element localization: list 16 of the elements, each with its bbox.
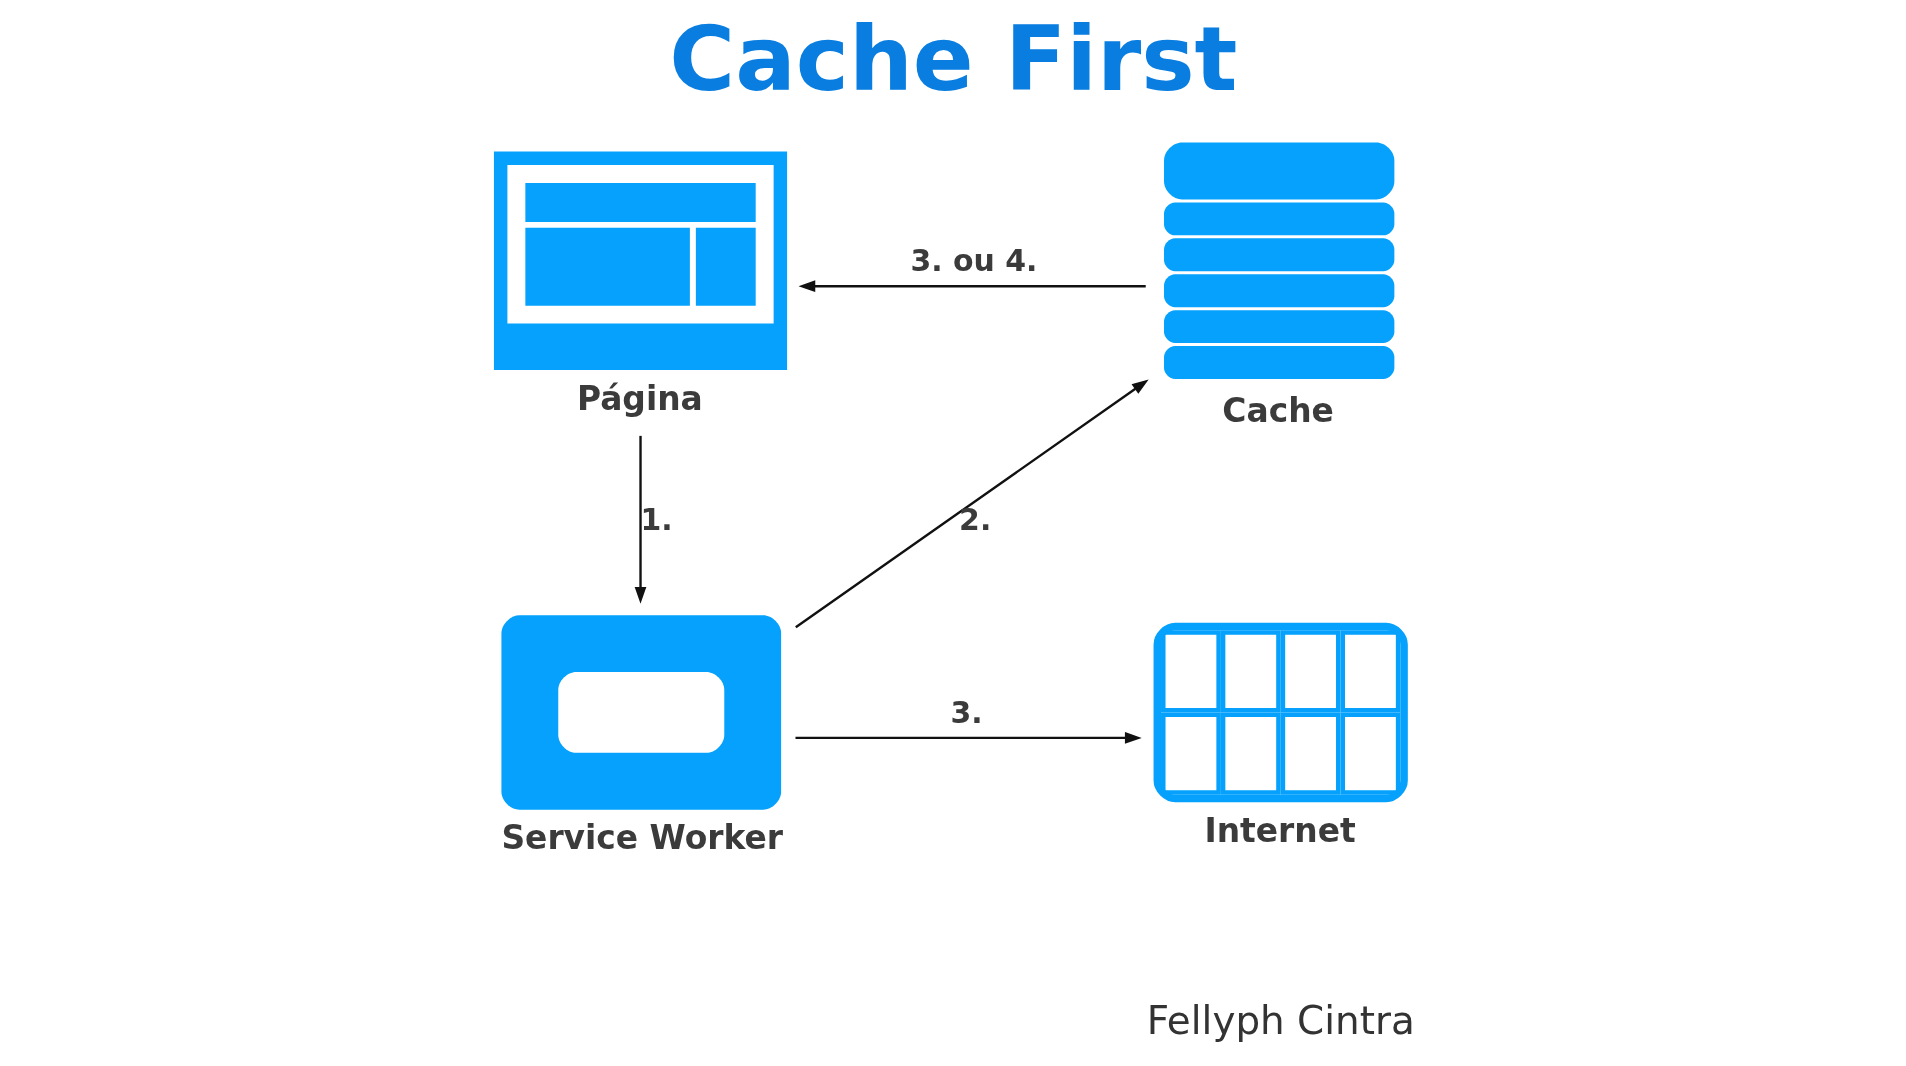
- edge-label: 3. ou 4.: [910, 243, 1037, 279]
- node-label: Service Worker: [500, 818, 783, 858]
- node-label: Internet: [1203, 811, 1356, 851]
- node-label: Página: [576, 378, 703, 418]
- arrow: [634, 435, 646, 604]
- edge-label: 3.: [950, 694, 983, 730]
- node-label: Cache: [1221, 390, 1334, 430]
- node-box: [1153, 622, 1408, 803]
- edge-label: 1.: [640, 502, 673, 538]
- arrow: [797, 280, 1146, 293]
- arrow: [794, 379, 1149, 629]
- arrow: [795, 732, 1142, 744]
- node-box: [500, 615, 781, 810]
- label: Fellyph Cintra: [1146, 997, 1415, 1043]
- edge-label: 2.: [958, 502, 991, 538]
- diagram-title: Cache First: [668, 7, 1238, 112]
